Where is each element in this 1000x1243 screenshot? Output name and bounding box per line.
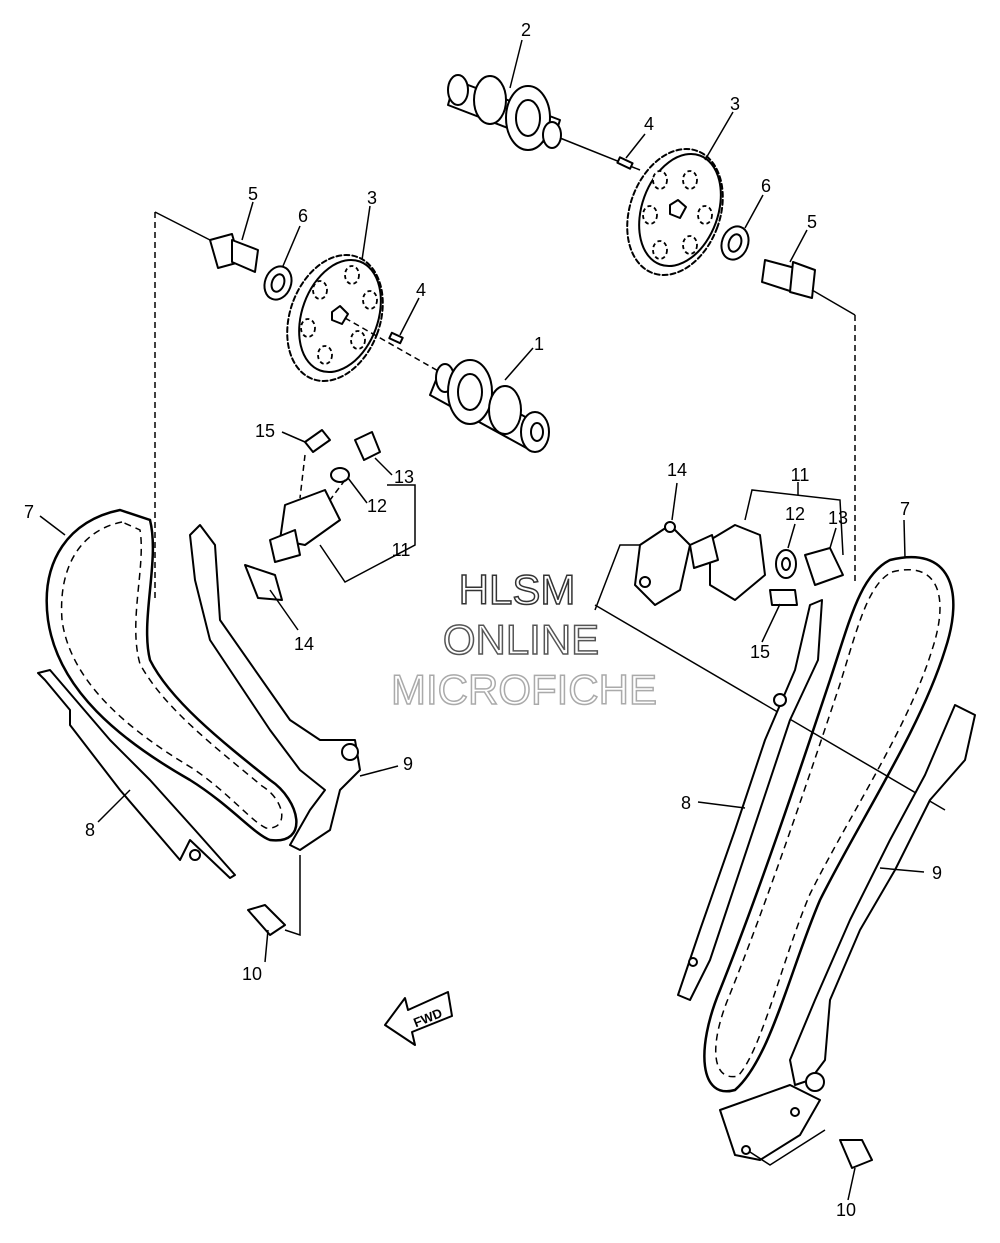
washer-left[interactable] xyxy=(260,263,296,304)
callout-10-left: 10 xyxy=(242,964,262,984)
watermark-line-2: ONLINE xyxy=(443,616,599,663)
callout-2: 2 xyxy=(521,20,531,40)
bolt-upper-right[interactable] xyxy=(761,259,816,299)
callout-15-right: 15 xyxy=(750,642,770,662)
callout-6-left: 6 xyxy=(298,206,308,226)
tensioner-right[interactable] xyxy=(689,524,766,601)
bolt-10-right[interactable] xyxy=(839,1139,873,1169)
callout-5-upper: 5 xyxy=(807,212,817,232)
callout-3-left: 3 xyxy=(367,188,377,208)
bolt-upper-left[interactable] xyxy=(209,233,259,273)
washer-upper[interactable] xyxy=(717,223,753,264)
callout-15-left: 15 xyxy=(255,421,275,441)
callout-labels: 2 3 4 6 5 5 6 3 4 1 15 13 12 11 14 7 8 9… xyxy=(24,20,942,1220)
callout-4-upper: 4 xyxy=(644,114,654,134)
timing-chain-right[interactable] xyxy=(703,555,955,1093)
callout-10-right: 10 xyxy=(836,1200,856,1220)
callout-3-upper: 3 xyxy=(730,94,740,114)
callout-12-right: 12 xyxy=(785,504,805,524)
chain-tensioner-arm-left[interactable] xyxy=(37,669,236,879)
callout-7-right: 7 xyxy=(900,499,910,519)
washer-12-left[interactable] xyxy=(330,467,350,483)
callout-9-right: 9 xyxy=(932,863,942,883)
callout-11-left: 11 xyxy=(392,540,411,560)
callout-13-right: 13 xyxy=(828,508,848,528)
callout-12-left: 12 xyxy=(367,496,387,516)
watermark: HLSM ONLINE MICROFICHE xyxy=(390,565,658,714)
chain-guide-right[interactable] xyxy=(677,599,823,1001)
callout-7-left: 7 xyxy=(24,502,34,522)
callout-14-right: 14 xyxy=(667,460,687,480)
timing-chain-left[interactable] xyxy=(45,508,298,842)
callout-8-left: 8 xyxy=(85,820,95,840)
bolt-15-right[interactable] xyxy=(769,589,798,606)
bolt-13-left[interactable] xyxy=(354,431,381,461)
callout-9-left: 9 xyxy=(403,754,413,774)
camshaft-upper[interactable] xyxy=(447,74,641,171)
bolt-10-left[interactable] xyxy=(247,904,286,936)
watermark-line-1: HLSM xyxy=(459,566,576,613)
forward-arrow-icon: FWD xyxy=(384,991,453,1046)
washer-12-right[interactable] xyxy=(775,549,797,579)
camshaft-lower[interactable] xyxy=(429,359,550,453)
callout-1: 1 xyxy=(534,334,544,354)
callout-13-left: 13 xyxy=(394,467,414,487)
callout-14-left: 14 xyxy=(294,634,314,654)
callout-11-right: 11 xyxy=(791,465,810,485)
gasket-14-right[interactable] xyxy=(634,521,691,606)
tensioner-left[interactable] xyxy=(269,489,341,563)
callout-leaders xyxy=(39,39,925,1201)
bolt-13-right[interactable] xyxy=(804,547,844,586)
pin-upper[interactable] xyxy=(616,156,634,170)
cam-sprocket-left[interactable] xyxy=(270,242,399,395)
callout-5-left: 5 xyxy=(248,184,258,204)
cam-sprocket-upper[interactable] xyxy=(610,136,739,289)
watermark-line-3: MICROFICHE xyxy=(391,666,657,713)
pin-lower[interactable] xyxy=(388,331,404,345)
callout-8-right: 8 xyxy=(681,793,691,813)
chain-guide-left[interactable] xyxy=(189,524,361,851)
gasket-14-left[interactable] xyxy=(244,564,283,601)
callout-4-left: 4 xyxy=(416,280,426,300)
bolt-15-left[interactable] xyxy=(304,429,331,453)
chain-tensioner-arm-right[interactable] xyxy=(719,704,976,1161)
callout-6-upper: 6 xyxy=(761,176,771,196)
